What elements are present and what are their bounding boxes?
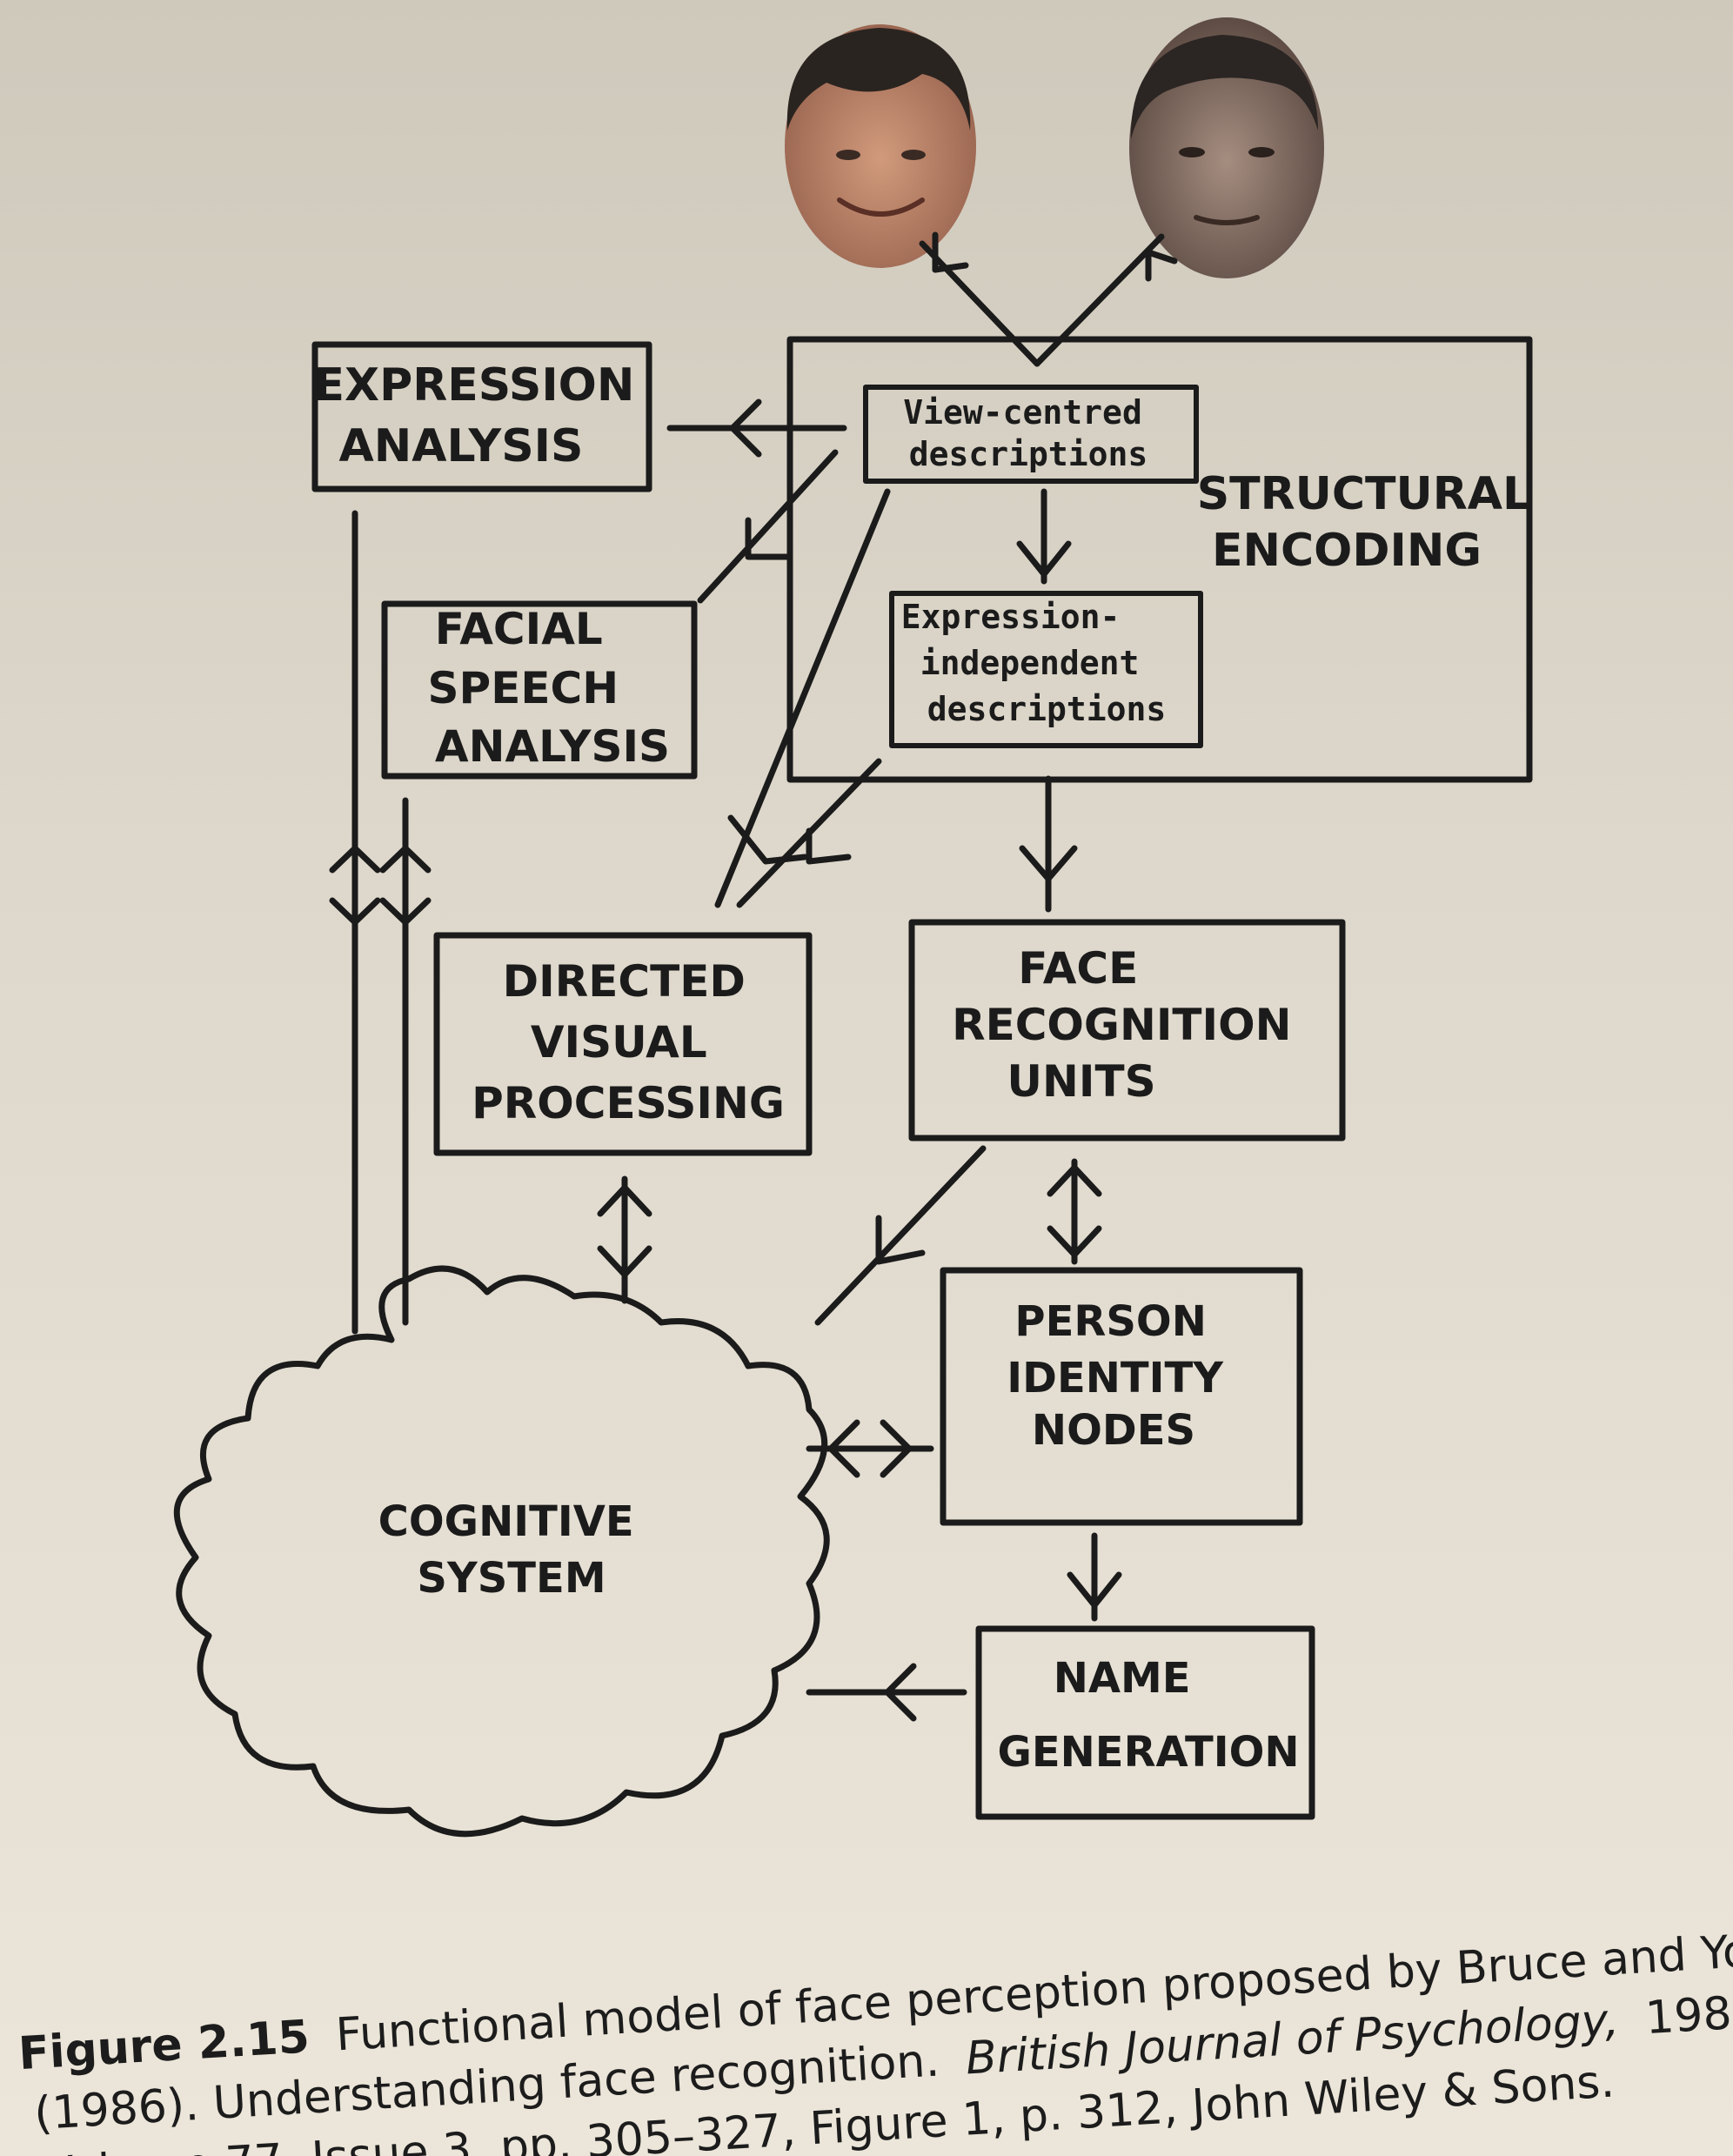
figure-caption: Figure 2.15 Functional model of face per… xyxy=(17,1871,1733,2156)
figure-label: Figure 2.15 xyxy=(17,2011,311,2080)
expression-independent-label: Expression- independent descriptions xyxy=(901,598,1167,728)
person-identity-box xyxy=(940,1267,1303,1526)
directed-visual-box xyxy=(433,932,813,1156)
view-centred-label: View-centred descriptions xyxy=(903,393,1161,473)
name-generation-label: NAME GENERATION xyxy=(997,1654,1299,1777)
cognitive-system-cloud xyxy=(173,1265,830,1838)
face-perception-diagram: EXPRESSION ANALYSIS STRUCTURAL ENCODING … xyxy=(173,17,1548,1838)
face-recognition-label: FACE RECOGNITION UNITS xyxy=(952,943,1307,1107)
cognitive-system-label: COGNITIVE SYSTEM xyxy=(378,1497,649,1603)
directed-visual-label: DIRECTED VISUAL PROCESSING xyxy=(472,956,785,1128)
structural-encoding-box xyxy=(786,336,1533,783)
expression-analysis-box xyxy=(311,341,652,492)
male-face-photo xyxy=(1129,17,1324,278)
expression-independent-box xyxy=(889,591,1203,748)
face-recognition-box xyxy=(908,919,1346,1142)
female-face-photo xyxy=(785,24,976,268)
facial-speech-label: FACIAL SPEECH ANALYSIS xyxy=(428,604,671,772)
person-identity-label: PERSON IDENTITY NODES xyxy=(1007,1297,1237,1455)
expression-analysis-label: EXPRESSION ANALYSIS xyxy=(313,359,650,472)
facial-speech-box xyxy=(381,600,698,780)
view-centred-box xyxy=(863,385,1199,484)
structural-encoding-label: STRUCTURAL ENCODING xyxy=(1197,468,1548,577)
name-generation-box xyxy=(975,1625,1315,1820)
